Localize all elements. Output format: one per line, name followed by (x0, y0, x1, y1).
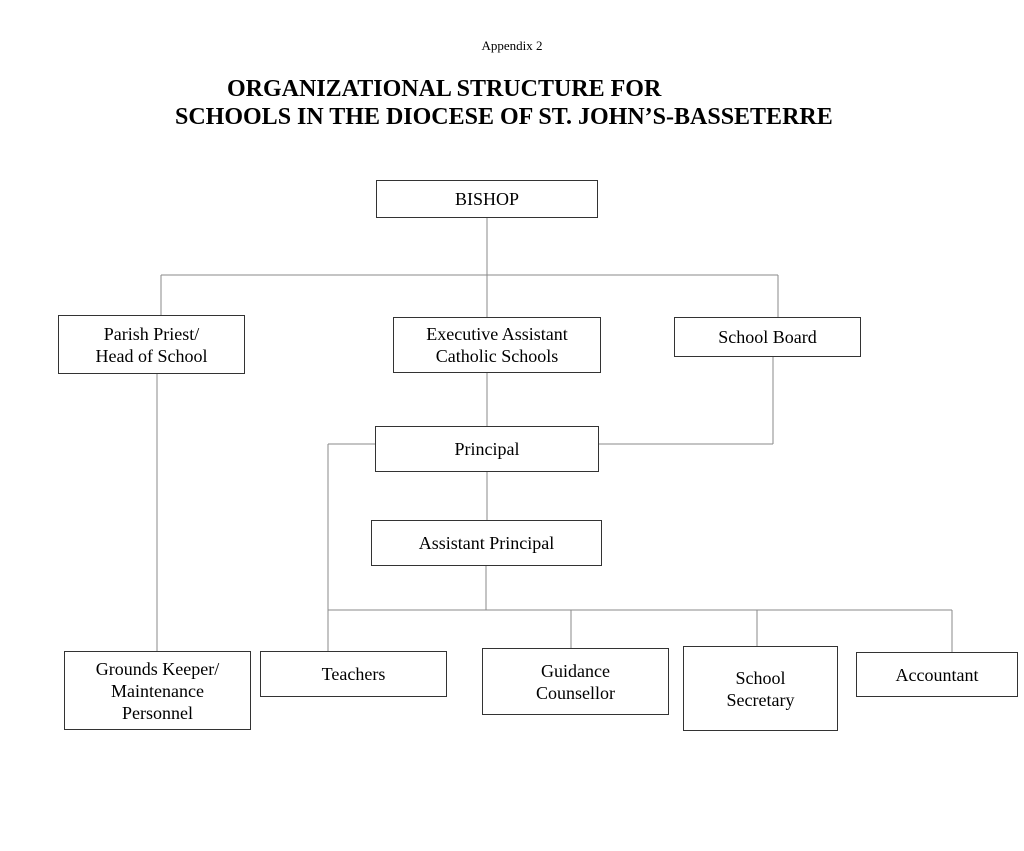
node-label-line: Accountant (895, 664, 979, 685)
node-label-line: Counsellor (536, 682, 615, 703)
node-label-line: Maintenance (111, 680, 204, 701)
node-label-line: BISHOP (454, 189, 520, 209)
node-label-line: School Board (718, 327, 817, 347)
node-assistant-principal: Assistant Principal (371, 520, 602, 566)
node-label-line: Guidance (541, 660, 610, 681)
page-title-line-2: SCHOOLS IN THE DIOCESE OF ST. JOHN’S-BAS… (175, 104, 833, 130)
node-label-line: Head of School (95, 345, 208, 366)
node-label-line: Parish Priest/ (103, 323, 200, 344)
appendix-label: Appendix 2 (481, 38, 543, 53)
node-principal: Principal (375, 426, 599, 472)
node-label-line: School (735, 667, 786, 688)
node-bishop: BISHOP (376, 180, 598, 218)
page-title-line-1: ORGANIZATIONAL STRUCTURE FOR (227, 76, 662, 102)
node-parish-priest: Parish Priest/Head of School (58, 315, 245, 374)
node-label-line: Principal (454, 439, 520, 459)
node-label-line: Teachers (321, 664, 386, 684)
node-label-line: Catholic Schools (435, 346, 559, 366)
node-label-line: Secretary (726, 689, 795, 710)
node-label-line: Grounds Keeper/ (95, 658, 220, 679)
node-label-line: Assistant Principal (418, 533, 555, 553)
node-accountant: Accountant (856, 652, 1018, 697)
node-label-line: Personnel (122, 702, 193, 723)
node-school-board: School Board (674, 317, 861, 357)
node-label-line: Executive Assistant (426, 324, 568, 344)
node-teachers: Teachers (260, 651, 447, 697)
